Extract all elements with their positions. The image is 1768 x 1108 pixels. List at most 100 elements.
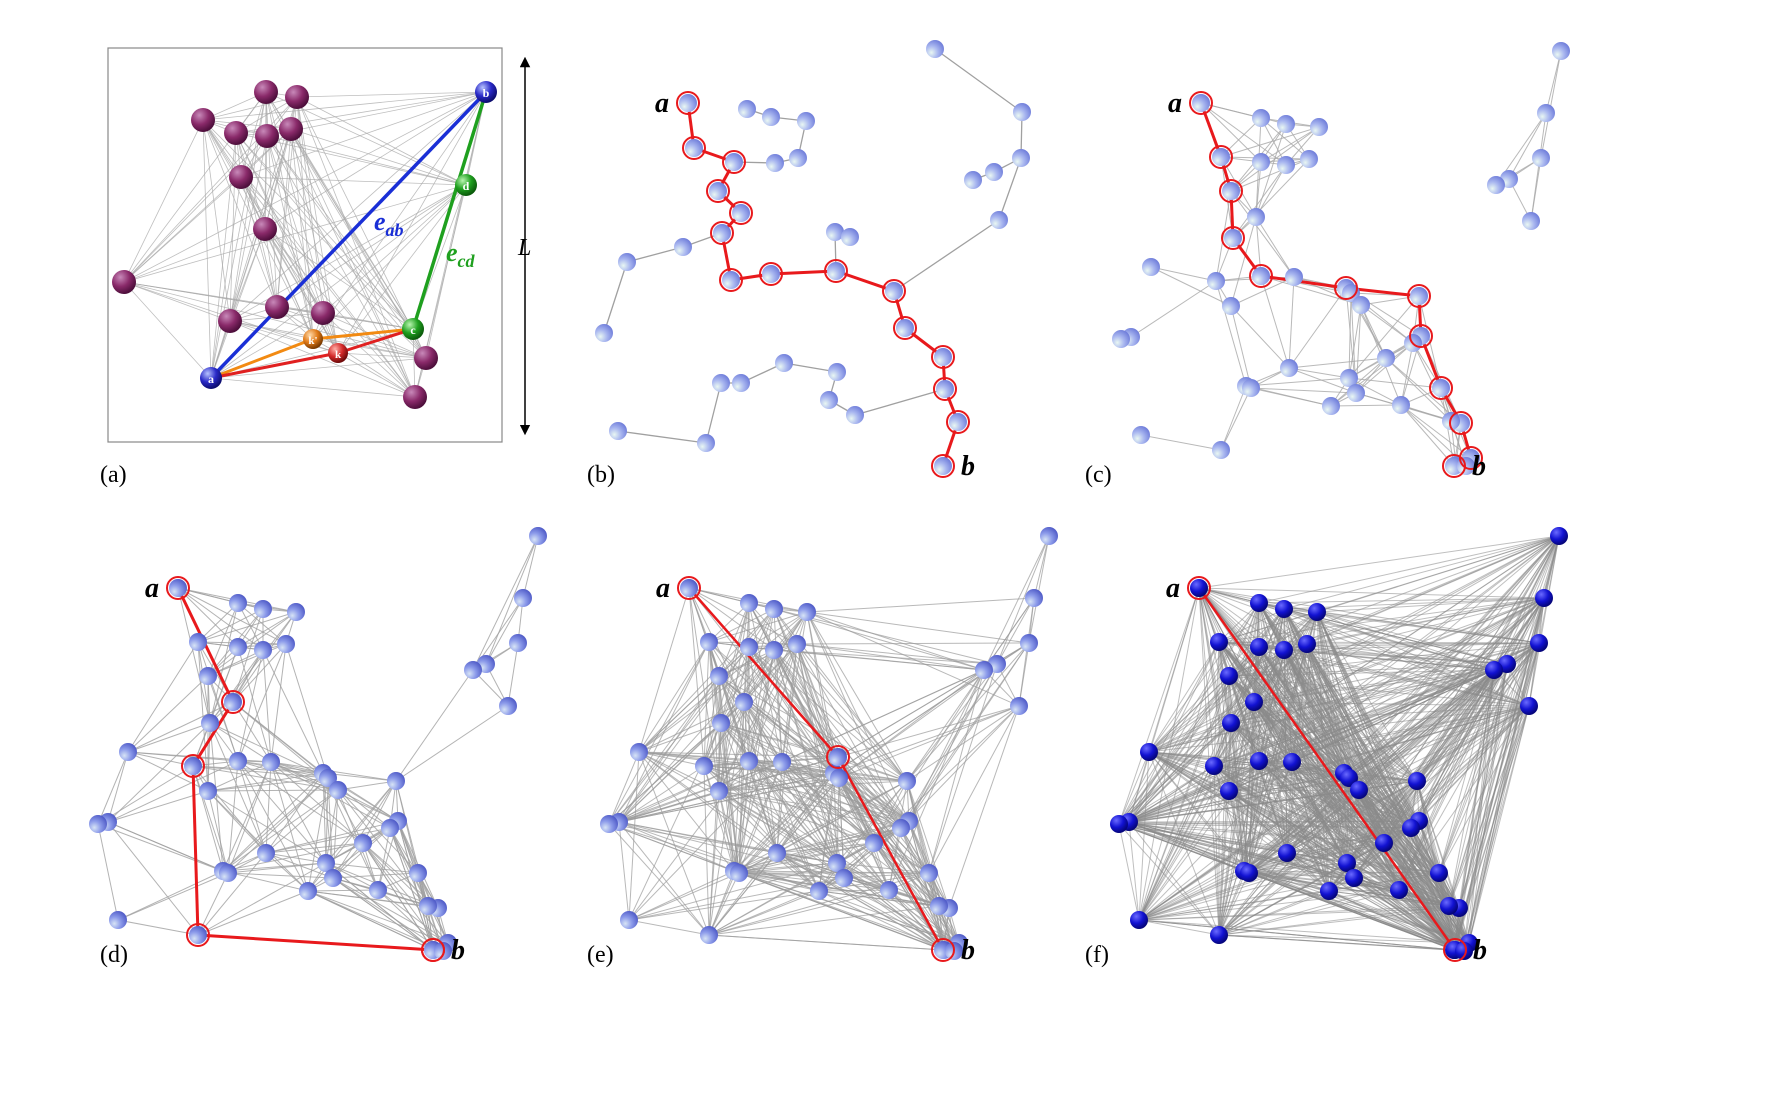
grey-edge	[708, 870, 735, 936]
grey-edge	[227, 862, 327, 874]
grey-edge	[507, 642, 519, 707]
grey-edge	[312, 91, 487, 340]
grey-edge	[781, 761, 910, 822]
grey-edge	[107, 760, 239, 823]
network-node	[189, 926, 207, 944]
edge-a-k	[210, 351, 339, 380]
grey-edge	[395, 669, 474, 782]
network-node	[1432, 379, 1450, 397]
grey-edge	[472, 535, 539, 671]
grey-edge	[1228, 597, 1545, 792]
grey-edge	[397, 820, 434, 951]
grey-edge	[1383, 669, 1495, 844]
grey-edge	[362, 842, 439, 909]
grey-edge	[628, 862, 838, 921]
network-node	[1347, 384, 1365, 402]
grey-edge	[229, 320, 314, 340]
grey-edge	[1140, 434, 1222, 451]
grey-edge	[1215, 190, 1232, 282]
network-node	[199, 782, 217, 800]
path-edge	[191, 701, 235, 767]
network-node	[709, 182, 727, 200]
grey-edge	[197, 862, 327, 936]
grey-edge	[1128, 821, 1465, 952]
network-node	[1522, 212, 1540, 230]
grey-edge	[1218, 934, 1465, 952]
network-node	[1140, 743, 1158, 761]
grey-edge	[202, 119, 278, 308]
grey-edge	[796, 643, 998, 665]
network-node	[725, 153, 743, 171]
grey-edge	[900, 663, 998, 829]
network-node	[262, 753, 280, 771]
grey-edge	[837, 756, 910, 822]
network-node	[936, 380, 954, 398]
grey-edge	[1383, 842, 1465, 952]
grey-edge	[207, 722, 211, 792]
panel-a-caption: (a)	[100, 462, 127, 488]
grey-edge	[1118, 823, 1348, 864]
grey-edge	[237, 611, 297, 648]
grey-edge	[202, 119, 212, 379]
grey-edge	[97, 751, 129, 825]
grey-edge	[638, 751, 735, 872]
network-node	[229, 638, 247, 656]
edge-ab-label: eab	[374, 207, 404, 240]
grey-edge	[628, 751, 640, 921]
grey-edge	[107, 751, 129, 823]
network-node	[1377, 349, 1395, 367]
grey-edge	[1330, 404, 1402, 407]
grey-edge	[628, 877, 845, 921]
network-node	[1308, 603, 1326, 621]
endpoint-b-label: b	[1473, 935, 1487, 966]
grey-edge	[773, 649, 985, 671]
network-node	[464, 661, 482, 679]
network-node	[1110, 815, 1128, 833]
grey-edge	[1118, 823, 1385, 844]
network-node	[695, 757, 713, 775]
grey-edge	[1328, 535, 1560, 892]
grey-edge	[928, 663, 998, 874]
grey-edge	[1148, 751, 1288, 854]
grey-edge	[708, 934, 944, 951]
path-node-ring	[719, 268, 743, 292]
network-node	[765, 600, 783, 618]
grey-edge	[1255, 123, 1287, 218]
grey-edge	[237, 649, 264, 762]
grey-edge	[207, 790, 229, 874]
network-node	[287, 603, 305, 621]
grey-edge	[1418, 820, 1456, 951]
grey-edge	[362, 842, 434, 951]
grey-edge	[1230, 649, 1285, 724]
grey-edge	[266, 135, 414, 330]
grey-edge	[123, 281, 231, 322]
grey-edge	[312, 184, 467, 340]
grey-edge	[1258, 597, 1545, 762]
grey-edge	[708, 890, 820, 936]
grey-edge	[906, 642, 1030, 782]
grey-edge	[1288, 276, 1295, 369]
grey-edge	[1463, 642, 1540, 952]
grey-edge	[107, 722, 211, 823]
network-node	[1530, 634, 1548, 652]
grey-edge	[703, 701, 745, 767]
grey-edge	[837, 705, 1020, 758]
grey-edge	[97, 765, 194, 825]
grey-edge	[237, 760, 329, 779]
network-node	[713, 224, 731, 242]
grey-edge	[1346, 862, 1456, 951]
grey-edge	[1410, 535, 1560, 829]
grey-edge	[738, 872, 820, 892]
grey-edge	[1250, 387, 1332, 407]
grey-edge	[229, 320, 339, 354]
network-node	[329, 781, 347, 799]
grey-edge	[1454, 642, 1540, 951]
panel-d-caption: (d)	[100, 942, 128, 968]
path-node-ring	[882, 279, 906, 303]
grey-edge	[1230, 158, 1310, 192]
grey-edge	[628, 872, 740, 921]
grey-edge	[222, 870, 309, 892]
grey-edge	[638, 751, 839, 758]
network-node	[1222, 182, 1240, 200]
edge-cd-label: ecd	[446, 238, 476, 271]
